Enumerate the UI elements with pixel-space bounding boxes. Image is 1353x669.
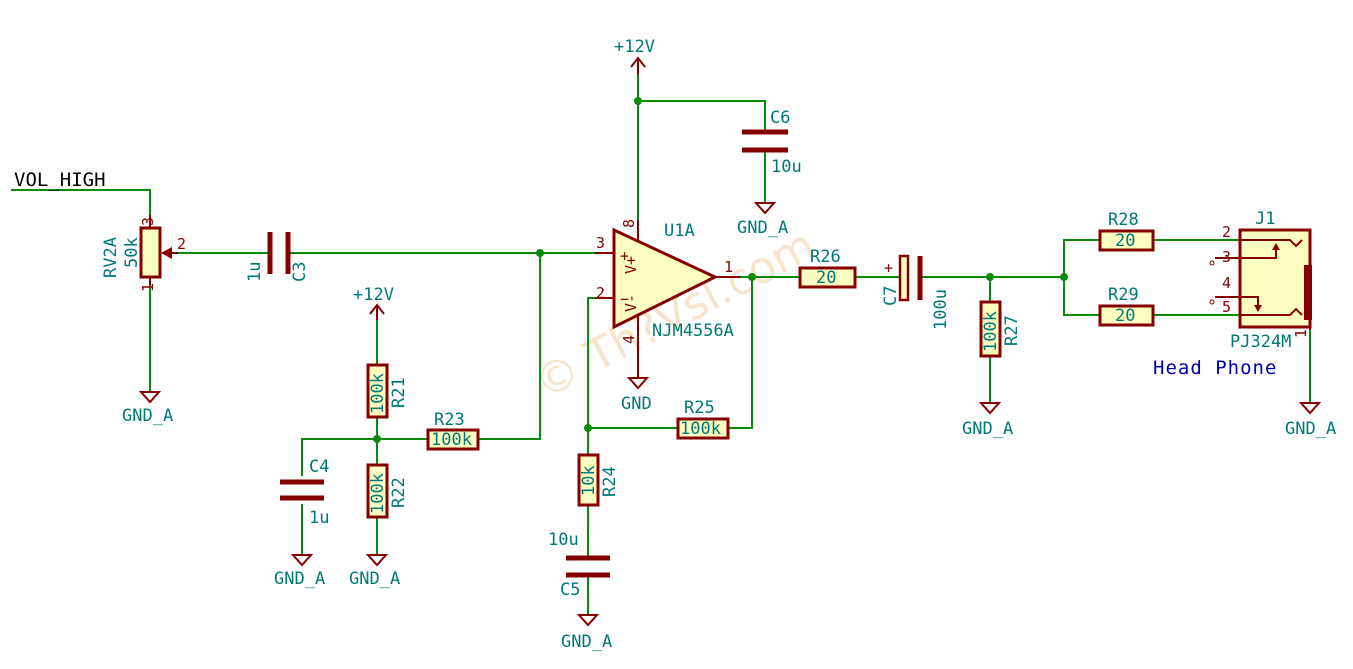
gnd-c5: GND_A (561, 614, 612, 652)
r25-ref: R25 (684, 398, 715, 418)
watermark: © Th?Vsl.com (526, 219, 823, 409)
u1a-vminus-label: V- (622, 294, 640, 312)
r24-resistor: 10k R24 (577, 453, 620, 507)
u1a-plus-sign: + (620, 247, 629, 265)
c5-ref: C5 (560, 580, 580, 600)
j1-pin1: 1 (1292, 329, 1310, 338)
r22-value: 100k (368, 473, 388, 514)
u1a-pin2: 2 (596, 284, 605, 302)
power-12v-top-label: +12V (614, 37, 655, 57)
rv2-pin1: 1 (139, 283, 157, 292)
j1-ref: J1 (1255, 209, 1275, 229)
rv2-value: 50k (122, 237, 142, 268)
gnd-opamp-label: GND (621, 394, 652, 414)
u1a-minus-sign: − (620, 290, 629, 308)
r28-value: 20 (1115, 231, 1135, 251)
r24-ref: R24 (600, 466, 620, 497)
r25-value: 100k (680, 419, 721, 439)
u1a-pin4: 4 (620, 335, 638, 344)
gnd-c6-label: GND_A (737, 218, 788, 238)
c3-value: 1u (245, 262, 265, 282)
rv2-potentiometer: 3 1 2 RV2A 50k (101, 215, 186, 292)
rv2-pin2: 2 (177, 235, 186, 253)
c7-polarity: + (884, 259, 893, 277)
c3-capacitor: 1u C3 (245, 232, 310, 282)
c7-value: 100u (931, 289, 951, 330)
c3-ref: C3 (290, 262, 310, 282)
gnd-r27: GND_A (962, 402, 1013, 439)
c5-capacitor: 10u C5 (548, 530, 610, 600)
c7-capacitor: + C7 100u (881, 254, 951, 330)
r25-resistor: 100k R25 (676, 398, 730, 440)
net-label-vol-high: VOL_HIGH (14, 169, 106, 191)
j1-value: PJ324M (1230, 332, 1291, 352)
r21-value: 100k (368, 373, 388, 414)
c6-capacitor: C6 10u (742, 108, 802, 177)
c4-capacitor: C4 1u (280, 457, 329, 528)
gnd-r22-label: GND_A (349, 569, 400, 589)
power-12v-divider: +12V (353, 285, 394, 320)
c7-ref: C7 (881, 286, 901, 306)
c4-value: 1u (309, 508, 329, 528)
gnd-r22: GND_A (349, 554, 400, 589)
gnd-opamp: GND (621, 377, 652, 414)
gnd-c5-label: GND_A (561, 632, 612, 652)
gnd-j1-label: GND_A (1285, 419, 1336, 439)
r21-resistor: 100k R21 (366, 363, 409, 419)
u1a-pin3: 3 (596, 234, 605, 252)
r22-ref: R22 (389, 477, 409, 508)
r29-ref: R29 (1108, 285, 1139, 305)
c4-ref: C4 (309, 457, 329, 477)
rv2-pin3: 3 (139, 217, 157, 226)
r26-resistor: 20 R26 (798, 247, 857, 289)
power-12v-divider-label: +12V (353, 285, 394, 305)
r21-ref: R21 (389, 377, 409, 408)
r27-resistor: 100k R27 (979, 300, 1022, 358)
rv2-ref: RV2A (101, 237, 121, 278)
j1-pin5: 5 (1222, 298, 1231, 316)
r23-resistor: 100k R23 (426, 410, 480, 451)
u1a-value: NJM4556A (652, 321, 734, 341)
u1a-opamp: 3 2 1 8 4 V+ V- + − U1A NJM4556A (595, 219, 740, 378)
gnd-r27-label: GND_A (962, 419, 1013, 439)
r27-ref: R27 (1002, 315, 1022, 346)
gnd-j1: GND_A (1285, 402, 1336, 439)
j1-headphone-jack: 2 3 4 5 1 J1 PJ324M Head Phone (1153, 209, 1312, 379)
r28-resistor: 20 R28 (1098, 210, 1155, 252)
gnd-c4-label: GND_A (274, 569, 325, 589)
j1-pin3: 3 (1222, 248, 1231, 266)
junctions (373, 97, 1068, 443)
j1-caption: Head Phone (1153, 357, 1277, 379)
c6-value: 10u (771, 157, 802, 177)
r26-value: 20 (816, 268, 836, 288)
gnd-rv2-label: GND_A (122, 406, 173, 426)
gnd-rv2: GND_A (122, 391, 173, 426)
u1a-pin1: 1 (724, 258, 733, 276)
r26-ref: R26 (810, 247, 841, 267)
u1a-ref: U1A (664, 221, 695, 241)
r22-resistor: 100k R22 (366, 463, 409, 519)
j1-pin4: 4 (1222, 274, 1231, 292)
r23-ref: R23 (434, 410, 465, 430)
r29-resistor: 20 R29 (1098, 285, 1155, 327)
r27-value: 100k (981, 311, 1001, 352)
power-12v-top: +12V (614, 37, 655, 75)
u1a-vplus-label: V+ (622, 256, 640, 274)
gnd-c6: GND_A (737, 202, 788, 238)
r29-value: 20 (1115, 306, 1135, 326)
c5-value: 10u (548, 530, 579, 550)
r23-value: 100k (431, 430, 472, 450)
c6-ref: C6 (770, 108, 790, 128)
r28-ref: R28 (1108, 210, 1139, 230)
gnd-c4: GND_A (274, 554, 325, 589)
u1a-pin8: 8 (620, 219, 638, 228)
j1-pin2: 2 (1222, 223, 1231, 241)
r24-value: 10k (579, 465, 599, 496)
